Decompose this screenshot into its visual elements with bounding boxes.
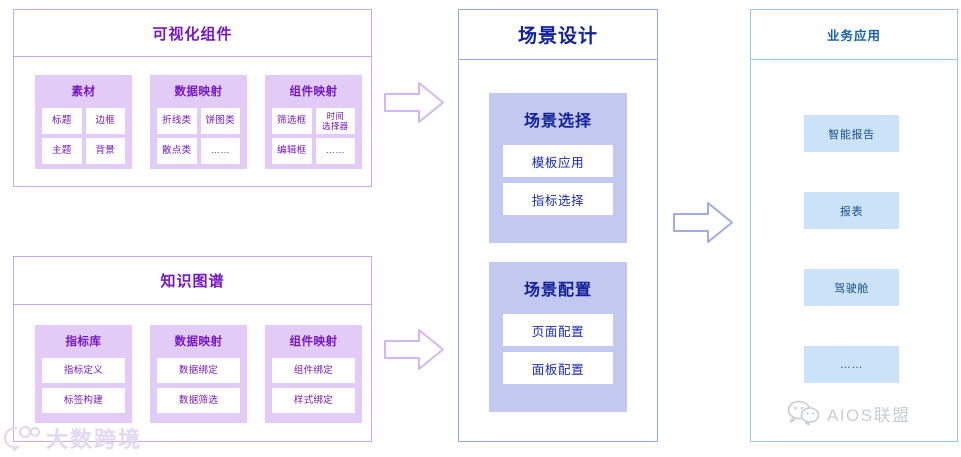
cell-item[interactable]: 筛选框 bbox=[272, 108, 312, 134]
group-data-mapping-kg[interactable]: 数据映射 数据绑定 数据筛选 bbox=[150, 325, 247, 423]
panel-knowledge-graph-header: 知识图谱 bbox=[14, 257, 371, 305]
panel-business-application: 业务应用 智能报告 报表 驾驶舱 …… bbox=[750, 9, 958, 442]
cell-item[interactable]: 指标定义 bbox=[42, 358, 125, 383]
group-scene-configuration[interactable]: 场景配置 页面配置 面板配置 bbox=[489, 262, 627, 412]
cell-item[interactable]: 模板应用 bbox=[503, 145, 613, 177]
group-title: 指标库 bbox=[65, 336, 102, 348]
panel-title: 业务应用 bbox=[826, 29, 881, 43]
arrow-knowledge-to-scene bbox=[383, 327, 445, 372]
cell-item[interactable]: 编辑框 bbox=[272, 138, 312, 164]
arrow-scene-to-business bbox=[672, 200, 734, 245]
group-data-mapping[interactable]: 数据映射 折线类 饼图类 散点类 …… bbox=[150, 75, 247, 169]
group-title: 场景配置 bbox=[523, 282, 592, 299]
panel-title: 场景设计 bbox=[517, 26, 598, 47]
cell-item[interactable]: 折线类 bbox=[157, 108, 197, 134]
panel-scene-design: 场景设计 场景选择 模板应用 指标选择 场景配置 页面配置 面板配置 bbox=[458, 9, 658, 442]
business-item-report[interactable]: 报表 bbox=[804, 192, 899, 229]
cell-item[interactable]: 散点类 bbox=[157, 138, 197, 164]
panel-business-application-header: 业务应用 bbox=[751, 10, 957, 60]
panel-scene-design-header: 场景设计 bbox=[459, 10, 657, 60]
panel-visual-components-body: 素材 标题 边框 主题 背景 数据映射 折线类 饼图类 散点类 …… 组件映 bbox=[14, 57, 371, 186]
cell-grid: 页面配置 面板配置 bbox=[503, 314, 613, 384]
cell-item[interactable]: 页面配置 bbox=[503, 314, 613, 346]
group-indicator-library[interactable]: 指标库 指标定义 标签构建 bbox=[35, 325, 132, 423]
group-component-mapping[interactable]: 组件映射 筛选框 时间 选择器 编辑框 …… bbox=[265, 75, 362, 169]
panel-title: 可视化组件 bbox=[152, 25, 233, 43]
cell-item[interactable]: 时间 选择器 bbox=[315, 108, 355, 134]
cell-item[interactable]: 标题 bbox=[42, 108, 82, 134]
panel-knowledge-graph-body: 指标库 指标定义 标签构建 数据映射 数据绑定 数据筛选 组件映射 组件绑定 样… bbox=[14, 305, 371, 441]
group-title: 素材 bbox=[71, 86, 96, 98]
cell-item[interactable]: 面板配置 bbox=[503, 352, 613, 384]
cell-item[interactable]: 样式绑定 bbox=[272, 388, 355, 413]
group-title: 组件映射 bbox=[289, 336, 338, 348]
panel-scene-design-body: 场景选择 模板应用 指标选择 场景配置 页面配置 面板配置 bbox=[459, 60, 657, 443]
cell-grid: 指标定义 标签构建 bbox=[42, 358, 125, 413]
panel-visual-components: 可视化组件 素材 标题 边框 主题 背景 数据映射 折线类 饼图类 散点类 …… bbox=[13, 9, 372, 187]
business-item-cockpit[interactable]: 驾驶舱 bbox=[804, 269, 899, 306]
cell-item[interactable]: 饼图类 bbox=[200, 108, 240, 134]
cell-item[interactable]: 背景 bbox=[85, 138, 125, 164]
cell-item[interactable]: 指标选择 bbox=[503, 183, 613, 215]
group-material[interactable]: 素材 标题 边框 主题 背景 bbox=[35, 75, 132, 169]
cell-grid: 标题 边框 主题 背景 bbox=[42, 108, 125, 164]
group-title: 数据映射 bbox=[174, 86, 223, 98]
cell-grid: 组件绑定 样式绑定 bbox=[272, 358, 355, 413]
cell-item[interactable]: 边框 bbox=[85, 108, 125, 134]
panel-business-application-body: 智能报告 报表 驾驶舱 …… bbox=[751, 60, 957, 443]
panel-visual-components-header: 可视化组件 bbox=[14, 10, 371, 57]
cell-grid: 筛选框 时间 选择器 编辑框 …… bbox=[272, 108, 355, 164]
cell-grid: 折线类 饼图类 散点类 …… bbox=[157, 108, 240, 164]
cell-item[interactable]: …… bbox=[315, 138, 355, 164]
business-item-more[interactable]: …… bbox=[804, 346, 899, 383]
cell-item[interactable]: 组件绑定 bbox=[272, 358, 355, 383]
cell-grid: 模板应用 指标选择 bbox=[503, 145, 613, 215]
group-title: 数据映射 bbox=[174, 336, 223, 348]
cell-item[interactable]: 标签构建 bbox=[42, 388, 125, 413]
cell-grid: 数据绑定 数据筛选 bbox=[157, 358, 240, 413]
group-component-mapping-kg[interactable]: 组件映射 组件绑定 样式绑定 bbox=[265, 325, 362, 423]
panel-title: 知识图谱 bbox=[160, 273, 225, 290]
cell-item[interactable]: …… bbox=[200, 138, 240, 164]
cell-item[interactable]: 主题 bbox=[42, 138, 82, 164]
arrow-visual-to-scene bbox=[383, 80, 445, 125]
panel-knowledge-graph: 知识图谱 指标库 指标定义 标签构建 数据映射 数据绑定 数据筛选 组件映射 bbox=[13, 256, 372, 442]
business-item-smart-report[interactable]: 智能报告 bbox=[804, 115, 899, 152]
group-title: 组件映射 bbox=[289, 86, 338, 98]
group-scene-selection[interactable]: 场景选择 模板应用 指标选择 bbox=[489, 93, 627, 243]
cell-item[interactable]: 数据绑定 bbox=[157, 358, 240, 383]
cell-item[interactable]: 数据筛选 bbox=[157, 388, 240, 413]
group-title: 场景选择 bbox=[523, 113, 592, 130]
